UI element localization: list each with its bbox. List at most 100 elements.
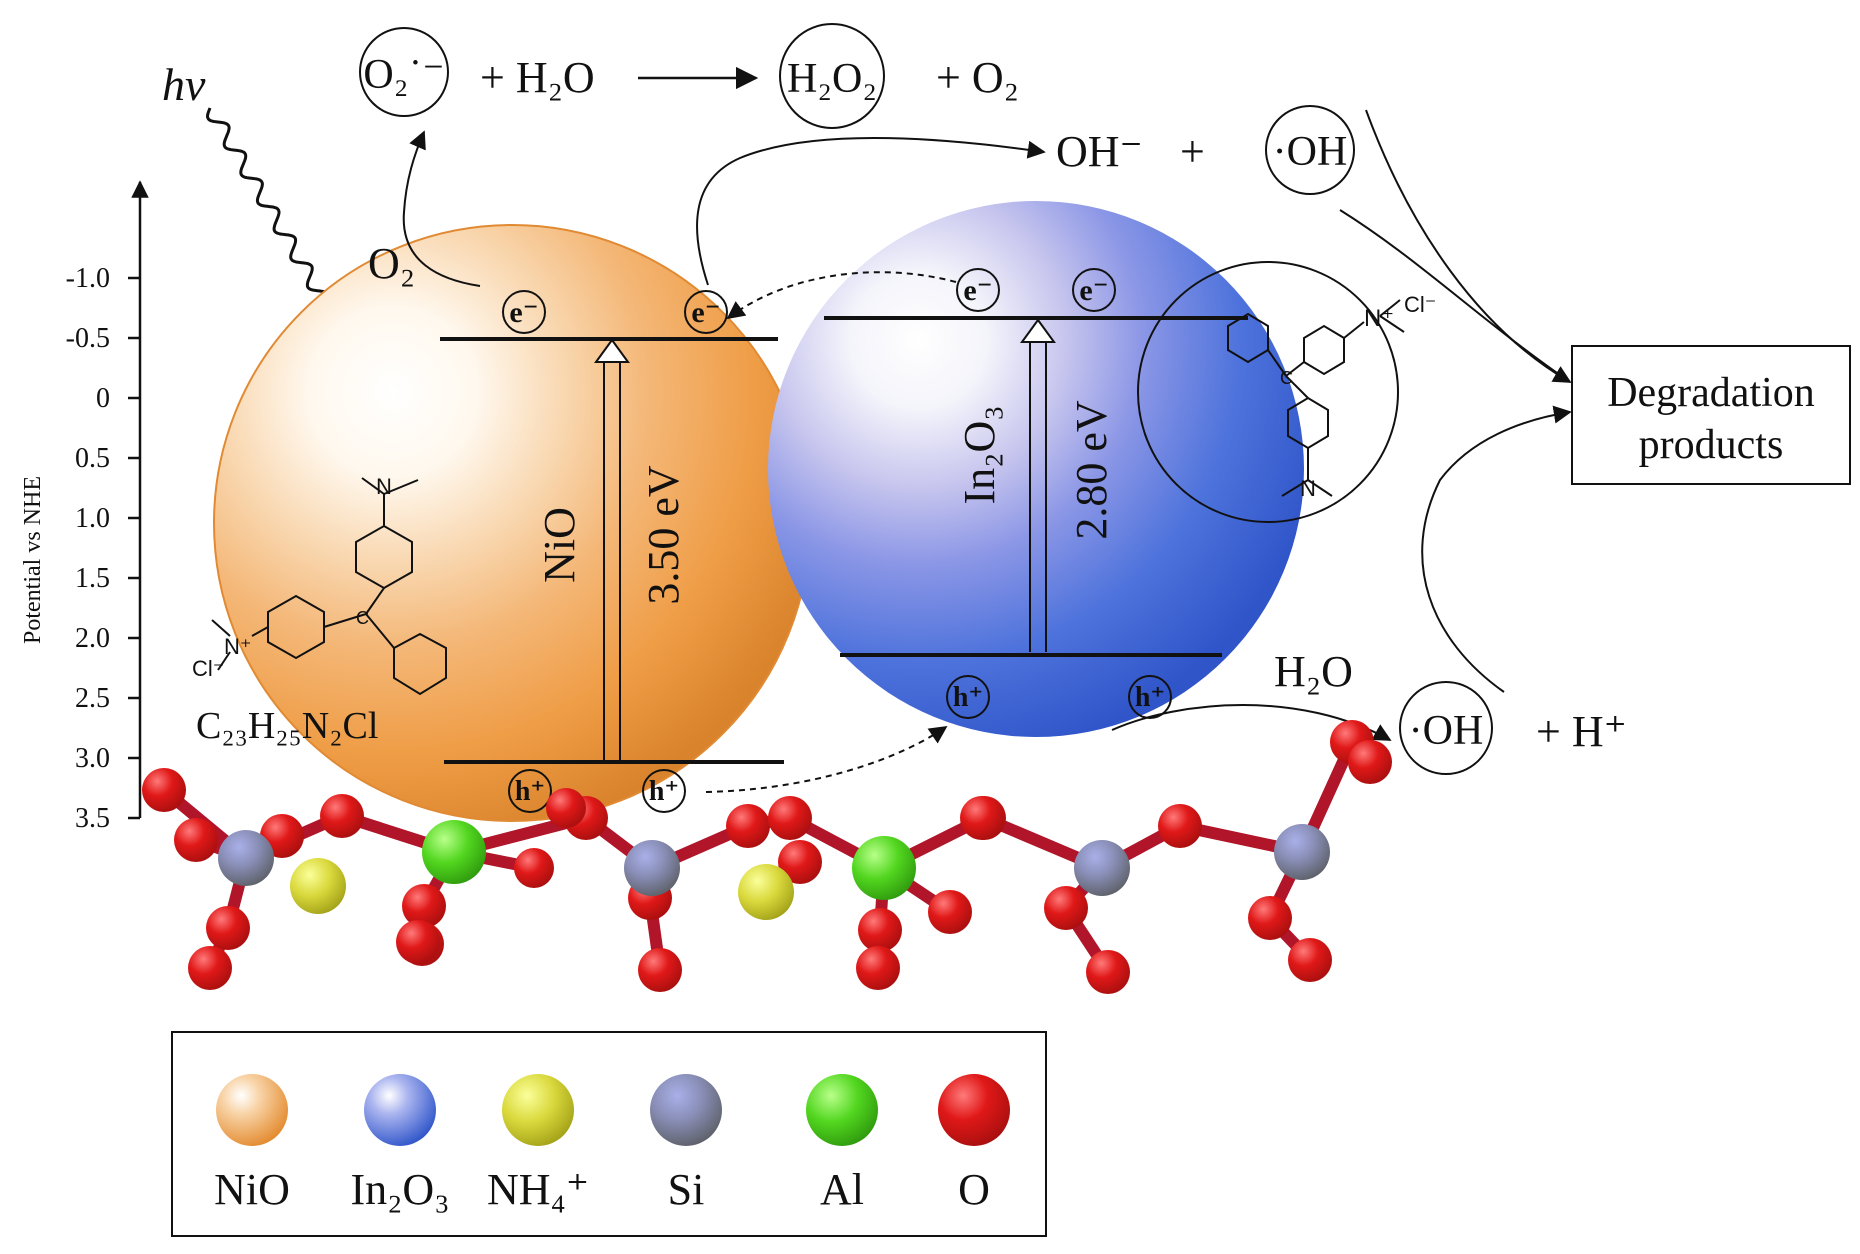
axis-tick-label: 3.0 xyxy=(75,743,110,774)
svg-text:h⁺: h⁺ xyxy=(649,776,679,807)
axis-tick-label: -0.5 xyxy=(66,323,110,354)
electron-nio-2: e⁻ xyxy=(684,290,728,334)
silicon-atom xyxy=(1074,840,1130,896)
aluminum-atom xyxy=(852,836,916,900)
dye-right-cl: Cl⁻ xyxy=(1404,292,1436,317)
ammonium-ion xyxy=(738,864,794,920)
nio-bandgap: 3.50 eV xyxy=(639,465,688,605)
nio-bands: NiO 3.50 eV xyxy=(440,337,784,764)
oxygen-atom xyxy=(514,848,554,888)
hydroxyl-radical-bottom: ·OH xyxy=(1409,708,1484,754)
dye-left-c: C xyxy=(356,608,369,628)
svg-text:h⁺: h⁺ xyxy=(1135,682,1165,713)
axis-tick-label: 0 xyxy=(96,383,110,414)
oxygen-reduction: O₂ xyxy=(368,130,481,288)
top-rhs-oxygen: + O₂ xyxy=(936,53,1019,102)
hole-nio-1: h⁺ xyxy=(508,769,552,813)
plus-sign: + xyxy=(1180,127,1205,176)
axis-label: Potential vs NHE xyxy=(20,476,46,644)
legend-label-5: O xyxy=(958,1165,990,1214)
nio-excitation-arrow xyxy=(594,338,630,760)
legend-swatch-3 xyxy=(650,1074,722,1146)
in2o3-sphere xyxy=(768,201,1304,737)
oxygen-atom xyxy=(1158,804,1202,848)
degradation-products-box: Degradation products xyxy=(1571,345,1851,485)
hole-in2o3-2: h⁺ xyxy=(1128,675,1172,719)
degradation-arrows xyxy=(1339,109,1572,693)
oxygen-atom xyxy=(1288,938,1332,982)
in2o3-bandgap: 2.80 eV xyxy=(1067,400,1116,540)
silicon-atom xyxy=(218,830,274,886)
hole-in2o3-1: h⁺ xyxy=(946,675,990,719)
zeolite-framework xyxy=(142,720,1392,994)
dye-right-c: C xyxy=(1280,368,1293,388)
dye-right-n: N xyxy=(1300,476,1316,501)
o2-label: O₂ xyxy=(368,239,415,288)
dye-left-cl: Cl⁻ xyxy=(192,656,224,681)
legend-label-1: In₂O₃ xyxy=(350,1165,449,1214)
svg-text:e⁻: e⁻ xyxy=(1079,274,1108,307)
legend-label-2: NH₄⁺ xyxy=(487,1165,589,1214)
potential-axis: -1.0-0.500.51.01.52.02.53.03.5 Potential… xyxy=(20,180,149,834)
axis-tick-label: 2.0 xyxy=(75,623,110,654)
h2o2-circle xyxy=(779,23,885,129)
oxygen-atom xyxy=(726,804,770,848)
oxygen-atom xyxy=(402,884,446,928)
oxygen-atom xyxy=(206,906,250,950)
legend-box xyxy=(171,1031,1047,1237)
oxygen-atom xyxy=(174,818,218,862)
silicon-atom xyxy=(1274,824,1330,880)
hole-nio-2: h⁺ xyxy=(642,769,686,813)
dye-molecule-right: C N⁺ Cl⁻ N xyxy=(1137,261,1436,523)
h2o2-species: H₂O₂ xyxy=(787,56,877,102)
oxygen-atom xyxy=(188,946,232,990)
electrons: e⁻ e⁻ e⁻ e⁻ xyxy=(502,268,1116,334)
oxygen-atom xyxy=(960,796,1004,840)
hydroxyl-circle-bottom xyxy=(1399,681,1493,775)
legend-swatch-5 xyxy=(938,1074,1010,1146)
oxygen-atom xyxy=(858,908,902,952)
superoxide-reaction: O₂˙⁻ + H₂O H₂O₂ + O₂ xyxy=(359,23,1019,129)
electron-nio-1: e⁻ xyxy=(502,290,546,334)
legend-swatch-2 xyxy=(502,1074,574,1146)
oxygen-atom xyxy=(1248,896,1292,940)
oxygen-atom xyxy=(1044,886,1088,930)
legend-swatch-1 xyxy=(364,1074,436,1146)
svg-text:h⁺: h⁺ xyxy=(515,776,545,807)
oxygen-atom xyxy=(638,948,682,992)
dye-molecule-left: C N N⁺ Cl⁻ C₂₃H₂₅N₂Cl xyxy=(192,474,447,747)
products-line-2: products xyxy=(1639,422,1784,468)
axis-tick-label: 1.5 xyxy=(75,563,110,594)
hydroxyl-radical-top: ·OH xyxy=(1273,129,1348,175)
oxygen-atom xyxy=(928,890,972,934)
axis-tick-label: 1.0 xyxy=(75,503,110,534)
electron-in2o3-1: e⁻ xyxy=(956,268,1000,312)
oxygen-atom xyxy=(768,796,812,840)
svg-text:e⁻: e⁻ xyxy=(691,296,720,329)
hydroxyl-circle-top xyxy=(1265,105,1355,195)
oxygen-atom xyxy=(320,794,364,838)
oxygen-atom xyxy=(142,768,186,812)
svg-text:e⁻: e⁻ xyxy=(963,274,992,307)
silicon-atom xyxy=(624,840,680,896)
products-line-1: Degradation xyxy=(1607,370,1815,416)
axis-tick-label: 2.5 xyxy=(75,683,110,714)
dye-right-n-plus: N⁺ xyxy=(1364,305,1394,332)
dye-formula: C₂₃H₂₅N₂Cl xyxy=(196,705,378,747)
in2o3-excitation-arrow xyxy=(1020,318,1056,652)
ammonium-ion xyxy=(290,858,346,914)
legend-label-4: Al xyxy=(820,1165,864,1214)
proton-label: + H⁺ xyxy=(1536,707,1627,756)
top-lhs-water: + H₂O xyxy=(480,53,595,102)
oxygen-atom xyxy=(546,788,586,828)
o2-reduction-arrow xyxy=(402,130,481,287)
hydroxide-ion: OH⁻ xyxy=(1056,127,1143,176)
legend-swatch-4 xyxy=(806,1074,878,1146)
holes: h⁺ h⁺ h⁺ h⁺ xyxy=(508,675,1172,813)
axis-tick-label: 3.5 xyxy=(75,803,110,834)
hydroxyl-generation-top: OH⁻ + ·OH xyxy=(696,105,1355,286)
water-label: H₂O xyxy=(1274,647,1353,696)
aluminum-atom xyxy=(422,820,486,884)
oxygen-atom xyxy=(778,840,822,884)
